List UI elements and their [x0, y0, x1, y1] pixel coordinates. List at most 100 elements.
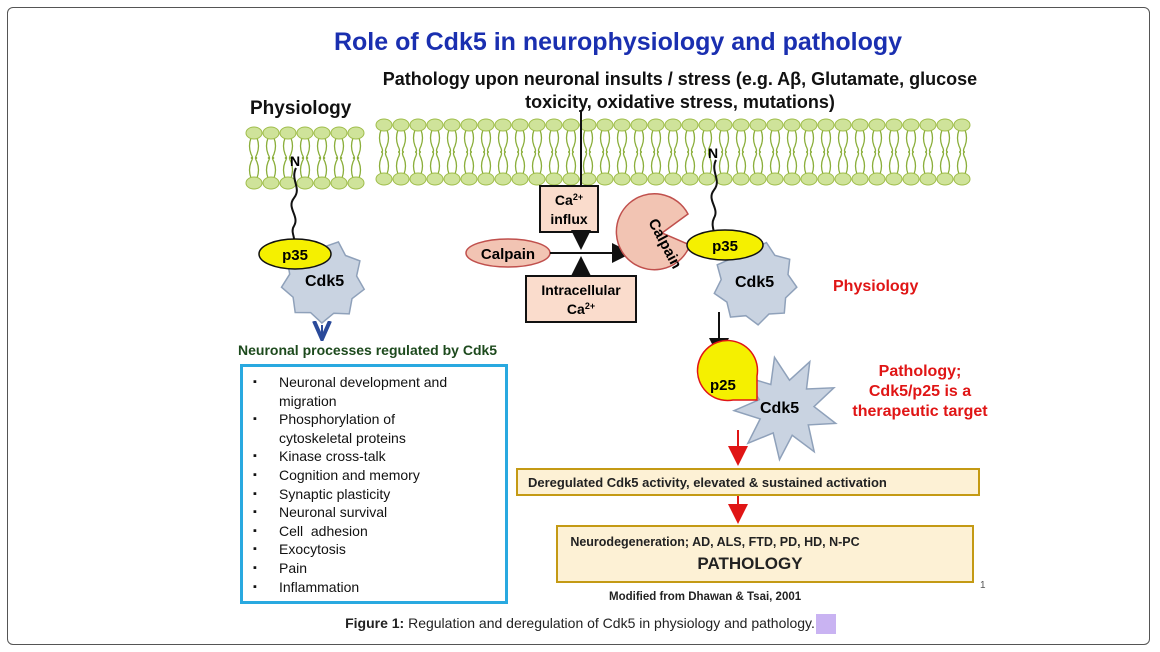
lipid-head	[647, 118, 665, 132]
lipid-head	[528, 172, 546, 186]
lipid-tails	[446, 129, 458, 175]
pathology-heading: Pathology upon neuronal insults / stress…	[382, 69, 978, 112]
lipid-head	[868, 118, 886, 132]
lipid-head	[528, 118, 546, 132]
lipid-head	[715, 118, 733, 132]
lipid-head	[562, 118, 580, 132]
lipid-head	[919, 172, 937, 186]
credit-line: Modified from Dhawan & Tsai, 2001	[609, 591, 802, 603]
lipid-head	[511, 172, 529, 186]
lipid-head	[817, 172, 835, 186]
lipid-head	[800, 118, 818, 132]
process-item: Neuronal development and migration	[253, 373, 479, 410]
stray-mark: 1	[980, 580, 986, 591]
lipid-head	[477, 172, 495, 186]
lipid-tails	[282, 137, 294, 179]
lipid-head	[919, 118, 937, 132]
lipid-head	[749, 118, 767, 132]
lipid-tails	[548, 129, 560, 175]
caption-highlight	[816, 614, 836, 634]
lipid-tails	[922, 129, 934, 175]
lipid-tails	[463, 129, 475, 175]
lipid-head	[545, 118, 563, 132]
lipid-head	[296, 126, 314, 140]
lipid-tails	[939, 129, 951, 175]
ca-influx-label: Ca2+	[555, 192, 583, 208]
lipid-head	[613, 118, 631, 132]
lipid-head	[279, 176, 297, 190]
lipid-tails	[871, 129, 883, 175]
lipid-head	[817, 118, 835, 132]
p35-label-right: p35	[712, 238, 738, 255]
lipid-head	[579, 172, 597, 186]
physiology-label-right: Physiology	[833, 278, 919, 295]
n-terminal-left: N	[290, 153, 300, 169]
lipid-tails	[248, 137, 260, 179]
lipid-tails	[514, 129, 526, 175]
lipid-tails	[316, 137, 328, 179]
lipid-head	[664, 172, 682, 186]
lipid-head	[347, 126, 365, 140]
lipid-head	[885, 118, 903, 132]
figure-caption: Figure 1: Regulation and deregulation of…	[0, 615, 1160, 631]
process-item: Pain	[253, 559, 505, 578]
lipid-head	[749, 172, 767, 186]
tether-right	[710, 159, 718, 241]
lipid-head	[732, 118, 750, 132]
lipid-head	[375, 172, 393, 186]
physiology-heading: Physiology	[250, 98, 352, 119]
lipid-head	[313, 126, 331, 140]
process-item: Cognition and memory	[253, 466, 505, 485]
process-list-box: Neuronal development and migration Phosp…	[240, 364, 508, 604]
process-item: Cell adhesion	[253, 522, 505, 541]
deregulated-activity-box: Deregulated Cdk5 activity, elevated & su…	[516, 468, 980, 496]
lipid-head	[834, 172, 852, 186]
lipid-head	[698, 118, 716, 132]
cdk5-label-right: Cdk5	[735, 274, 774, 291]
lipid-head	[460, 172, 478, 186]
lipid-head	[596, 172, 614, 186]
lipid-head	[596, 118, 614, 132]
neurodegeneration-label: Neurodegeneration; AD, ALS, FTD, PD, HD,…	[570, 535, 860, 549]
calpain-left-label: Calpain	[481, 246, 535, 263]
lipid-head	[460, 118, 478, 132]
pathology-title: PATHOLOGY	[697, 554, 803, 573]
lipid-head	[245, 176, 263, 190]
lipid-head	[902, 118, 920, 132]
process-item: Neuronal survival	[253, 503, 505, 522]
lipid-tails	[956, 129, 968, 175]
lipid-head	[262, 126, 280, 140]
lipid-head	[409, 172, 427, 186]
lipid-tails	[905, 129, 917, 175]
lipid-head	[681, 172, 699, 186]
lipid-head	[330, 126, 348, 140]
lipid-head	[800, 172, 818, 186]
lipid-head	[443, 172, 461, 186]
lipid-head	[330, 176, 348, 190]
tether-left	[290, 167, 298, 245]
lipid-head	[851, 118, 869, 132]
process-item: Kinase cross-talk	[253, 447, 505, 466]
process-item: Exocytosis	[253, 540, 505, 559]
lipid-head	[953, 172, 971, 186]
process-item: Synaptic plasticity	[253, 485, 505, 504]
intracellular-box	[525, 275, 637, 323]
p25-label: p25	[710, 377, 736, 394]
lipid-head	[494, 118, 512, 132]
process-item: Phosphorylation of cytoskeletal proteins	[253, 410, 429, 447]
p35-label-left: p35	[282, 247, 308, 264]
cdk5-star-pathology	[731, 355, 838, 462]
lipid-tails	[333, 137, 345, 179]
lipid-head	[562, 172, 580, 186]
lipid-tails	[718, 129, 730, 175]
intracellular-label: Intracellular	[541, 282, 621, 298]
lipid-head	[409, 118, 427, 132]
lipid-head	[868, 172, 886, 186]
lipid-head	[885, 172, 903, 186]
membrane-left	[245, 126, 365, 190]
neuronal-processes-heading: Neuronal processes regulated by Cdk5	[238, 342, 498, 358]
process-item: Inflammation	[253, 578, 505, 597]
lipid-tails	[803, 129, 815, 175]
lipid-head	[494, 172, 512, 186]
lipid-tails	[582, 129, 594, 175]
